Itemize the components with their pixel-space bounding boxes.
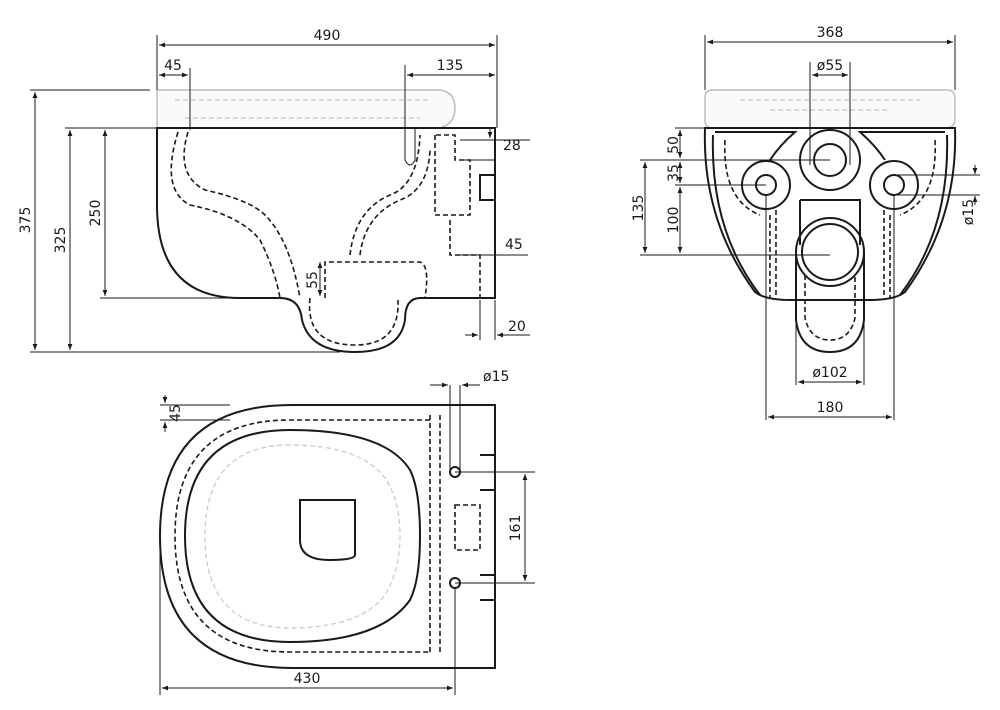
dim-inlet-to-bolt: 35 <box>666 164 682 182</box>
bowl-outline <box>158 404 496 669</box>
bowl-outline <box>156 127 496 354</box>
dim-inlet-diameter: ø55 <box>817 58 843 74</box>
dim-bolt-diameter: ø15 <box>483 369 509 385</box>
seat-outline <box>704 89 956 129</box>
dim-bolt-spacing: 180 <box>817 400 844 416</box>
dim-height-without-seat: 325 <box>53 227 69 254</box>
dim-outlet-offset: 45 <box>505 237 523 253</box>
dim-inlet-top: 50 <box>666 136 682 154</box>
dim-bolt-spacing: 161 <box>508 515 524 542</box>
dim-inlet-height: 28 <box>503 138 521 154</box>
dim-overall-width: 368 <box>817 25 844 41</box>
rear-view: 368 ø55 50 35 100 135 ø15 ø102 180 <box>631 25 980 420</box>
dim-outlet-height: 55 <box>305 271 321 289</box>
dim-seat-front-offset: 45 <box>164 58 182 74</box>
dim-wall-gap: 20 <box>508 319 526 335</box>
dim-bowl-height: 250 <box>88 200 104 227</box>
dim-bolt-to-outlet: 100 <box>666 207 682 234</box>
dim-total-height: 375 <box>18 207 34 234</box>
dim-overall-length: 490 <box>314 28 341 44</box>
seat-outline <box>156 89 456 129</box>
dim-rim-offset: 45 <box>168 404 184 422</box>
dim-seat-rear-offset: 135 <box>437 58 464 74</box>
dim-overall-length: 430 <box>294 671 321 687</box>
dim-outlet-diameter: ø102 <box>812 365 847 381</box>
side-view: 490 45 135 28 45 20 55 250 325 375 <box>18 28 530 354</box>
bowl-outline <box>703 127 957 301</box>
dim-top-to-outlet: 135 <box>631 195 647 222</box>
dim-bolt-diameter: ø15 <box>961 199 977 225</box>
top-view: ø15 45 161 430 <box>158 369 535 695</box>
